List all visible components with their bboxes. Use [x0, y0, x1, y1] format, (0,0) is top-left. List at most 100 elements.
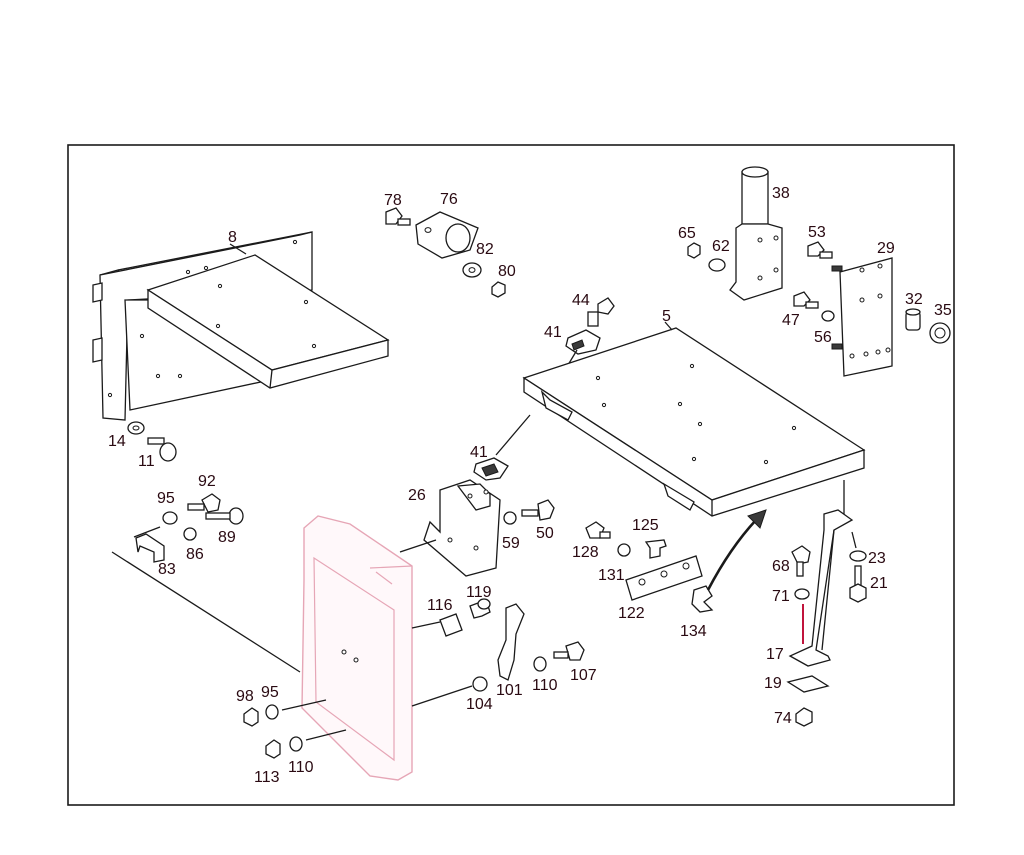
- label-83: 83: [158, 561, 176, 578]
- label-82: 82: [476, 241, 494, 258]
- assembly-arrow: [706, 519, 757, 591]
- part-89-screw: [205, 507, 244, 525]
- label-19: 19: [764, 675, 782, 692]
- part-19-plate: [786, 675, 830, 693]
- label-59: 59: [502, 535, 520, 552]
- part-59-washer: [503, 511, 517, 525]
- label-32: 32: [905, 291, 923, 308]
- label-56: 56: [814, 329, 832, 346]
- part-41-clip-lower: [473, 457, 509, 481]
- label-50: 50: [536, 525, 554, 542]
- part-104-spacer: [472, 676, 488, 692]
- part-95-washer-lower: [265, 704, 279, 720]
- label-95-lower: 95: [261, 684, 279, 701]
- part-47-bolt: [793, 291, 819, 309]
- part-71-washer: [794, 588, 810, 600]
- part-62-washer: [708, 258, 726, 272]
- part-86-spacer: [183, 527, 197, 541]
- part-76-flange: [415, 211, 479, 259]
- label-21: 21: [870, 575, 888, 592]
- label-41-lower: 41: [470, 444, 488, 461]
- part-21-bolt: [849, 565, 867, 603]
- label-26: 26: [408, 487, 426, 504]
- part-44-bolt: [587, 297, 615, 327]
- label-62: 62: [712, 238, 730, 255]
- label-17: 17: [766, 646, 784, 663]
- part-17-support-leg: [788, 509, 854, 667]
- label-134: 134: [680, 623, 707, 640]
- part-38-tube-bracket: [729, 166, 783, 301]
- label-125: 125: [632, 517, 659, 534]
- label-23: 23: [868, 550, 886, 567]
- part-65-nut: [687, 242, 701, 259]
- label-113: 113: [254, 769, 280, 786]
- label-89: 89: [218, 529, 236, 546]
- label-11: 11: [138, 453, 155, 470]
- label-76: 76: [440, 191, 458, 208]
- part-92-bolt: [187, 493, 221, 513]
- label-41-upper: 41: [544, 324, 562, 341]
- label-95-upper: 95: [157, 490, 175, 507]
- part-98-nut: [243, 707, 259, 727]
- part-23-washer: [849, 550, 867, 562]
- part-56-washer: [821, 310, 835, 322]
- part-32-spacer: [905, 308, 921, 331]
- part-110-washer-lower: [289, 736, 303, 752]
- label-68: 68: [772, 558, 790, 575]
- part-101-hose-clamp: [497, 603, 525, 681]
- label-44: 44: [572, 292, 590, 309]
- part-29-plate: [839, 257, 893, 377]
- label-122: 122: [618, 605, 645, 622]
- part-labels: 8 78 76 82 80 38 65 62 53 29 44 5 41 47 …: [108, 185, 952, 786]
- label-80: 80: [498, 263, 516, 280]
- part-11-bolt: [147, 437, 177, 462]
- part-95-washer-upper: [162, 511, 178, 525]
- label-38: 38: [772, 185, 790, 202]
- label-14: 14: [108, 433, 126, 450]
- label-128: 128: [572, 544, 599, 561]
- part-41-clip-upper: [565, 329, 601, 355]
- part-119-rivet: [469, 598, 491, 619]
- label-53: 53: [808, 224, 826, 241]
- part-113-nut: [265, 739, 281, 759]
- part-5-tray: [522, 327, 866, 517]
- label-8: 8: [228, 229, 237, 246]
- label-35: 35: [934, 302, 952, 319]
- label-29: 29: [877, 240, 895, 257]
- label-65: 65: [678, 225, 696, 242]
- label-110-upper: 110: [532, 677, 558, 694]
- label-107: 107: [570, 667, 597, 684]
- label-101: 101: [496, 682, 523, 699]
- label-71: 71: [772, 588, 790, 605]
- part-26-bracket: [423, 479, 501, 577]
- part-8-platform-bracket: [92, 231, 390, 421]
- diagram-frame: [67, 144, 955, 806]
- label-116: 116: [427, 597, 453, 614]
- part-128-bolt: [585, 521, 611, 539]
- part-74-nut: [795, 707, 813, 727]
- part-131-washer: [617, 543, 631, 557]
- label-92: 92: [198, 473, 216, 490]
- part-116-clip: [439, 613, 463, 637]
- label-119: 119: [466, 584, 492, 601]
- part-83-clip: [135, 533, 165, 563]
- label-86: 86: [186, 546, 204, 563]
- label-5: 5: [662, 308, 671, 325]
- part-122-strap: [625, 555, 703, 601]
- part-134-wing-nut: [691, 585, 714, 613]
- part-50-bolt: [521, 499, 555, 521]
- label-131: 131: [598, 567, 625, 584]
- part-125-rivet: [644, 539, 667, 559]
- label-74: 74: [774, 710, 792, 727]
- part-110-washer-upper: [533, 656, 547, 672]
- part-35-bushing: [929, 322, 951, 344]
- mounting-plate-outline: [301, 515, 413, 781]
- part-80-nut: [491, 281, 506, 298]
- label-110-lower: 110: [288, 759, 314, 776]
- part-53-bolt: [807, 241, 833, 259]
- label-78: 78: [384, 192, 402, 209]
- label-104: 104: [466, 696, 493, 713]
- label-47: 47: [782, 312, 800, 329]
- part-78-bolt: [385, 207, 411, 226]
